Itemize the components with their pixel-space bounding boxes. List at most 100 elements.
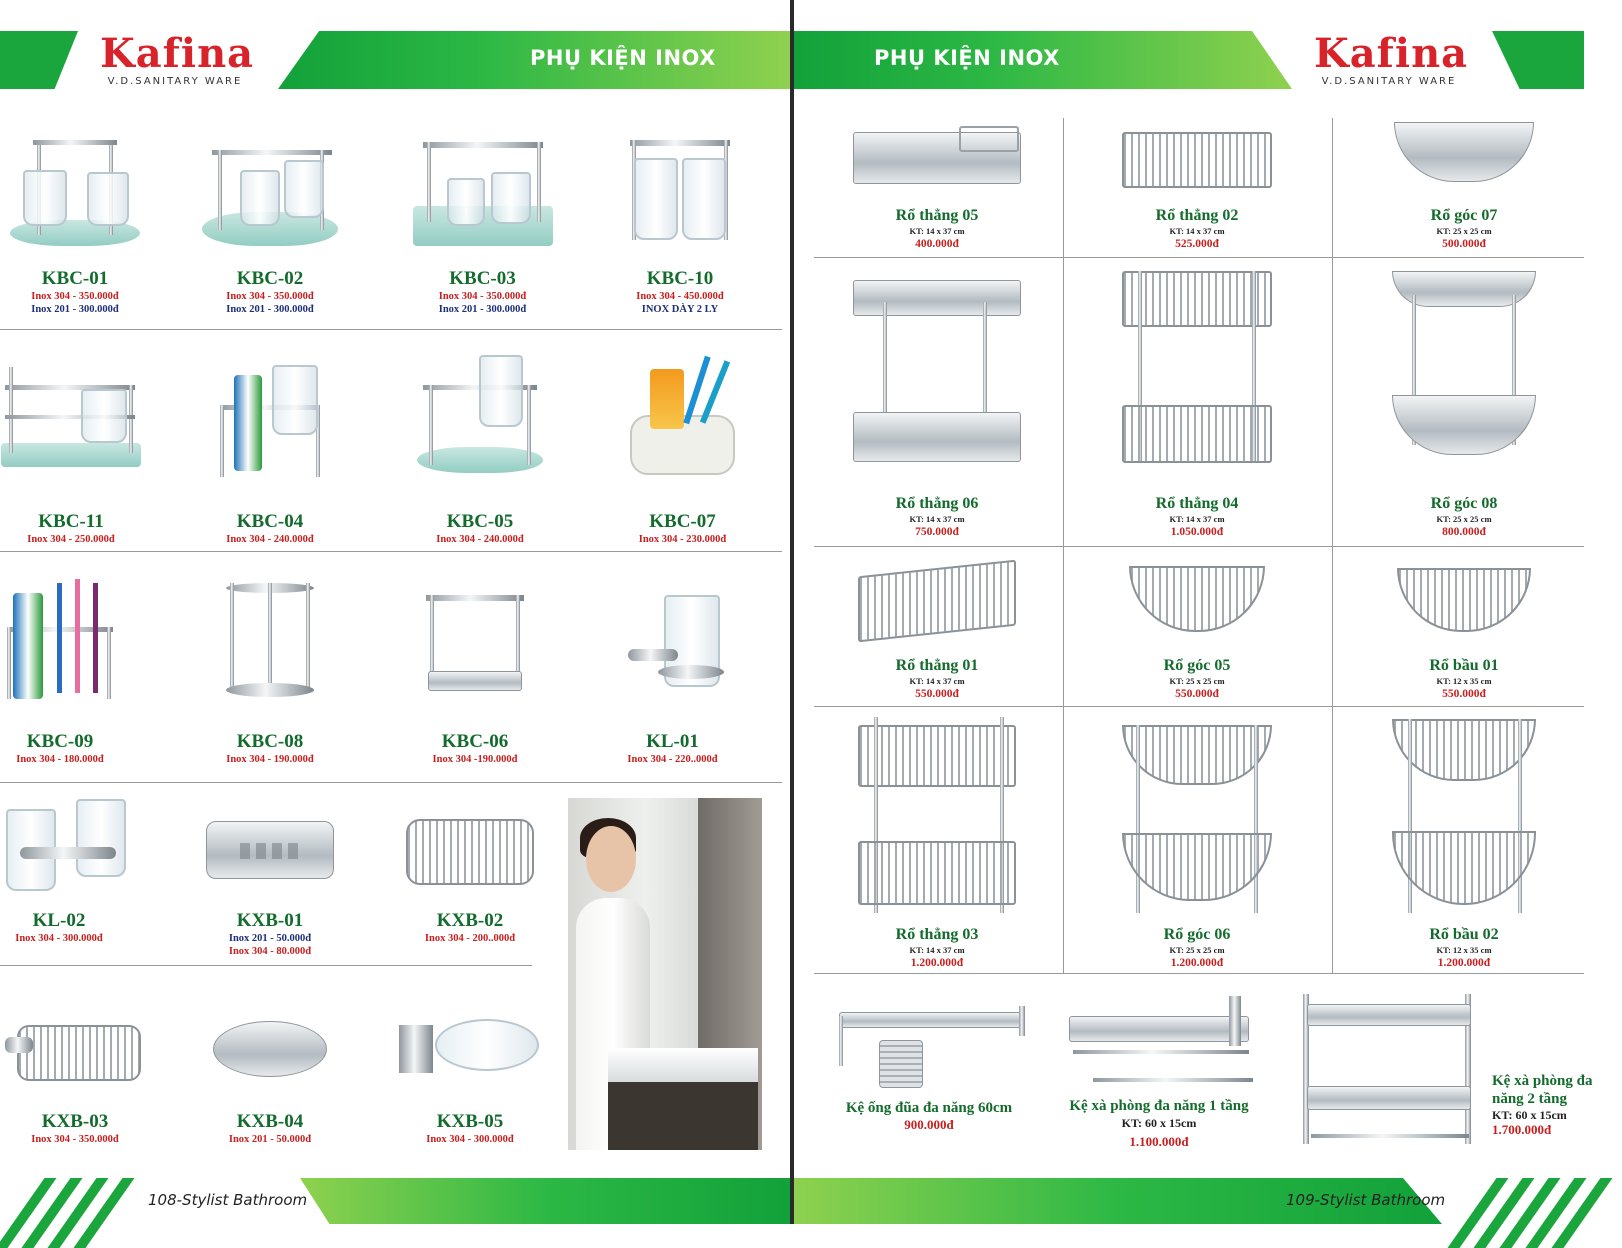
product-kbc-11[interactable]: KBC-11 Inox 304 - 250.000đ (0, 355, 142, 546)
product-kbc-06[interactable]: KBC-06 Inox 304 -190.000đ (400, 575, 550, 766)
product-kbc-09[interactable]: KBC-09 Inox 304 - 180.000đ (0, 575, 120, 766)
product-name: Rổ góc 08 (1430, 495, 1498, 512)
product-kl-01[interactable]: KL-01 Inox 304 - 220..000đ (600, 575, 745, 766)
product-size: KT: 25 x 25 cm (1436, 226, 1492, 236)
product-ro-goc-05[interactable]: Rổ góc 05 KT: 25 x 25 cm 550.000đ (1082, 558, 1312, 701)
product-size: KT: 14 x 37 cm (909, 676, 965, 686)
product-image (200, 795, 340, 900)
product-price: Inox 304 - 350.000đ (226, 291, 314, 302)
product-image (1112, 713, 1282, 923)
product-image (415, 355, 545, 480)
product-image (852, 713, 1022, 923)
column-divider (1332, 118, 1333, 973)
product-size: KT: 14 x 37 cm (909, 945, 965, 955)
product-kxb-03[interactable]: KXB-03 Inox 304 - 350.000đ (0, 995, 150, 1146)
product-image (400, 795, 540, 900)
product-code: KBC-11 (38, 511, 104, 532)
product-price-alt: Inox 201 - 300.000đ (31, 304, 119, 315)
product-ke-xa-phong-2-tang[interactable]: Kệ xà phòng đa năng 2 tầng KT: 60 x 15cm… (1492, 1072, 1592, 1137)
product-price: 525.000đ (1175, 238, 1219, 250)
product-name: Rổ thẳng 02 (1155, 207, 1239, 224)
product-price: 750.000đ (915, 526, 959, 538)
product-price: 800.000đ (1442, 526, 1486, 538)
product-price-alt: Inox 304 - 80.000đ (228, 946, 312, 957)
row-divider (0, 782, 782, 783)
logo-tagline: V.D.SANITARY WARE (1321, 76, 1457, 87)
product-price: 500.000đ (1442, 238, 1486, 250)
product-image (618, 575, 728, 705)
product-kbc-02[interactable]: KBC-02 Inox 304 - 350.000đ Inox 201 - 30… (195, 130, 345, 316)
product-price: Inox 304 - 300.000đ (15, 933, 103, 944)
product-price: Inox 304 - 240.000đ (436, 534, 524, 545)
row-divider (0, 965, 532, 966)
product-name: Rổ góc 07 (1430, 207, 1498, 224)
product-price: Inox 304 - 230.000đ (638, 534, 727, 545)
product-kxb-01[interactable]: KXB-01 Inox 201 - 50.000đ Inox 304 - 80.… (195, 795, 345, 958)
product-ro-thang-01[interactable]: Rổ thẳng 01 KT: 14 x 37 cm 550.000đ (822, 558, 1052, 701)
product-kxb-02[interactable]: KXB-02 Inox 304 - 200..000đ (395, 795, 545, 945)
product-kbc-07[interactable]: KBC-07 Inox 304 - 230.000đ (605, 355, 760, 546)
product-kxb-04[interactable]: KXB-04 Inox 201 - 50.000đ (195, 995, 345, 1146)
row-divider (0, 551, 782, 552)
product-image (620, 355, 745, 480)
column-divider (1063, 118, 1064, 973)
product-size: KT: 14 x 37 cm (1169, 226, 1225, 236)
row-divider (814, 546, 1584, 547)
product-image (1384, 118, 1544, 198)
product-kbc-03[interactable]: KBC-03 Inox 304 - 350.000đ Inox 201 - 30… (405, 130, 560, 316)
product-ro-thang-02[interactable]: Rổ thẳng 02 KT: 14 x 37 cm 525.000đ (1082, 118, 1312, 251)
product-ro-goc-07[interactable]: Rổ góc 07 KT: 25 x 25 cm 500.000đ (1349, 118, 1579, 251)
product-kbc-08[interactable]: KBC-08 Inox 304 - 190.000đ (195, 575, 345, 766)
product-name: Rổ góc 05 (1163, 657, 1231, 674)
page-title: PHỤ KIỆN INOX (874, 46, 1060, 70)
product-price: 550.000đ (1442, 688, 1486, 700)
product-image (1112, 118, 1282, 198)
product-size: KT: 25 x 25 cm (1436, 514, 1492, 524)
page-footer: 109-Stylist Bathroom (1286, 1191, 1446, 1209)
footer-banner (792, 1178, 1442, 1224)
product-price: Inox 304 - 450.000đ (636, 291, 724, 302)
product-ro-goc-08[interactable]: Rổ góc 08 KT: 25 x 25 cm 800.000đ (1349, 265, 1579, 539)
product-ro-thang-04[interactable]: Rổ thẳng 04 KT: 14 x 37 cm 1.050.000đ (1082, 265, 1312, 539)
product-price: Inox 304 - 200..000đ (424, 933, 516, 944)
product-name: Kệ xà phòng đa năng 1 tầng (1069, 1098, 1249, 1114)
logo-wordmark: Kafina (100, 30, 255, 77)
product-name: Rổ thẳng 01 (895, 657, 979, 674)
product-ro-thang-05[interactable]: Rổ thẳng 05 KT: 14 x 37 cm 400.000đ (822, 118, 1052, 251)
product-ro-thang-06[interactable]: Rổ thẳng 06 KT: 14 x 37 cm 750.000đ (822, 272, 1052, 539)
product-size: KT: 25 x 25 cm (1169, 676, 1225, 686)
product-code: KXB-05 (436, 1111, 504, 1132)
brand-logo: Kafina V.D.SANITARY WARE (100, 30, 255, 88)
product-name: Rổ thẳng 06 (895, 495, 979, 512)
product-image (1112, 265, 1282, 480)
product-code: KBC-03 (449, 268, 516, 289)
product-ro-bau-01[interactable]: Rổ bầu 01 KT: 12 x 35 cm 550.000đ (1349, 558, 1579, 701)
left-page: Kafina V.D.SANITARY WARE PHỤ KIỆN INOX K… (0, 0, 792, 1248)
product-image (1059, 992, 1259, 1092)
product-ro-goc-06[interactable]: Rổ góc 06 KT: 25 x 25 cm 1.200.000đ (1082, 713, 1312, 970)
product-kbc-04[interactable]: KBC-04 Inox 304 - 240.000đ (195, 355, 345, 546)
logo-tagline: V.D.SANITARY WARE (107, 76, 243, 87)
product-code: KBC-07 (649, 511, 716, 532)
product-kl-02[interactable]: KL-02 Inox 304 - 300.000đ (0, 795, 126, 945)
product-image (1, 355, 141, 473)
row-divider (814, 257, 1584, 258)
product-ke-xa-phong-1-tang[interactable]: Kệ xà phòng đa năng 1 tầng KT: 60 x 15cm… (1044, 992, 1274, 1149)
footer-stripes (1447, 1178, 1613, 1248)
product-ro-bau-02[interactable]: Rổ bầu 02 KT: 12 x 35 cm 1.200.000đ (1349, 713, 1579, 970)
product-ke-ong-dua[interactable]: Kệ ống đũa đa năng 60cm 900.000đ (814, 992, 1044, 1132)
product-kxb-05[interactable]: KXB-05 Inox 304 - 300.000đ (395, 995, 545, 1146)
product-kbc-05[interactable]: KBC-05 Inox 304 - 240.000đ (405, 355, 555, 546)
row-divider (814, 706, 1584, 707)
product-image (200, 130, 340, 250)
product-code: KBC-05 (446, 511, 514, 532)
footer-banner (300, 1178, 792, 1224)
product-ro-thang-03[interactable]: Rổ thẳng 03 KT: 14 x 37 cm 1.200.000đ (822, 713, 1052, 970)
product-size: KT: 14 x 37 cm (909, 226, 965, 236)
product-price: Inox 304 - 250.000đ (27, 534, 115, 545)
brand-logo: Kafina V.D.SANITARY WARE (1314, 33, 1467, 88)
lifestyle-photo (568, 798, 762, 1150)
product-kbc-10[interactable]: KBC-10 Inox 304 - 450.000đ INOX DÀY 2 LY (605, 130, 755, 316)
header-right-stripe (1492, 31, 1584, 89)
product-kbc-01[interactable]: KBC-01 Inox 304 - 350.000đ Inox 201 - 30… (0, 130, 150, 316)
